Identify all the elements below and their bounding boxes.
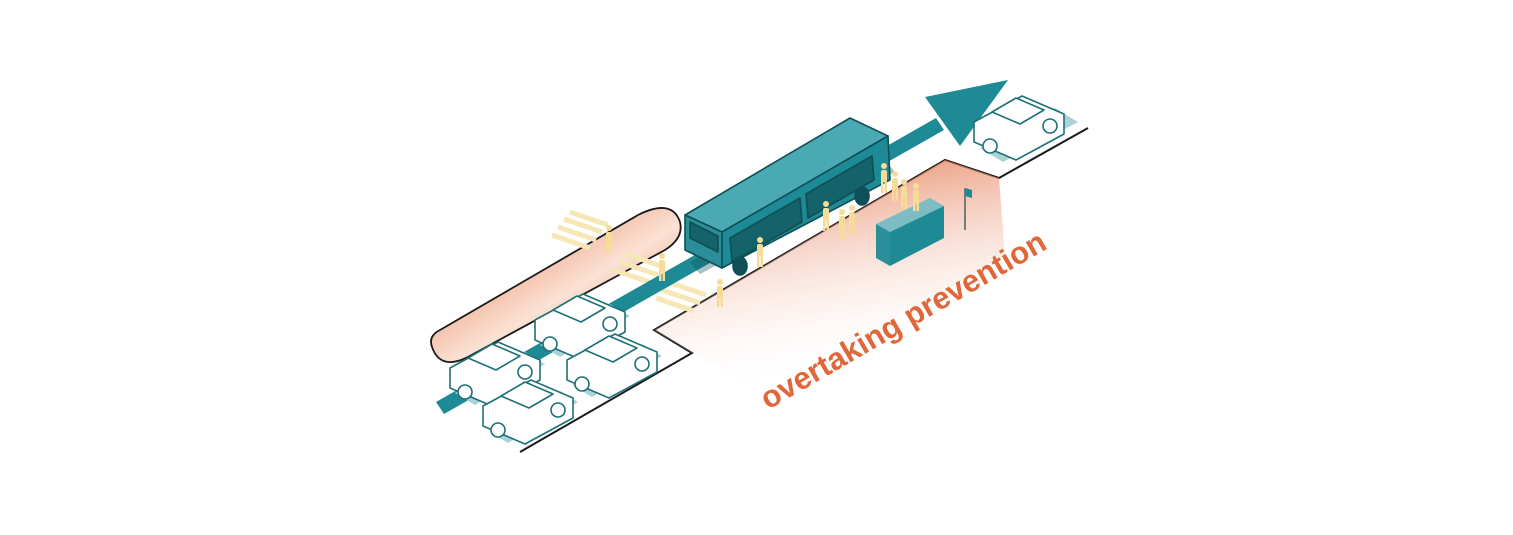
bus-shelter-icon	[876, 198, 944, 266]
median-island	[430, 207, 682, 363]
pedestrian-icon	[839, 209, 845, 239]
pedestrian-icon	[757, 237, 763, 267]
car-ahead	[973, 95, 1078, 162]
pedestrians	[606, 163, 919, 307]
pedestrian-icon	[901, 179, 907, 209]
queued-cars	[449, 293, 662, 445]
pedestrian-crossings	[551, 209, 707, 314]
car-icon	[566, 333, 662, 399]
pedestrian-icon	[606, 225, 612, 253]
bus-stop-sign-icon	[964, 188, 972, 230]
pedestrian-icon	[717, 279, 723, 307]
car-icon	[973, 95, 1078, 162]
car-icon	[449, 341, 545, 407]
bus-icon	[684, 117, 895, 276]
pedestrian-icon	[823, 201, 829, 231]
pedestrian-icon	[913, 183, 919, 211]
pedestrian-icon	[881, 163, 887, 193]
pedestrian-icon	[892, 171, 898, 201]
pedestrian-icon	[659, 253, 665, 281]
car-icon	[482, 379, 578, 445]
pedestrian-icon	[849, 205, 855, 235]
